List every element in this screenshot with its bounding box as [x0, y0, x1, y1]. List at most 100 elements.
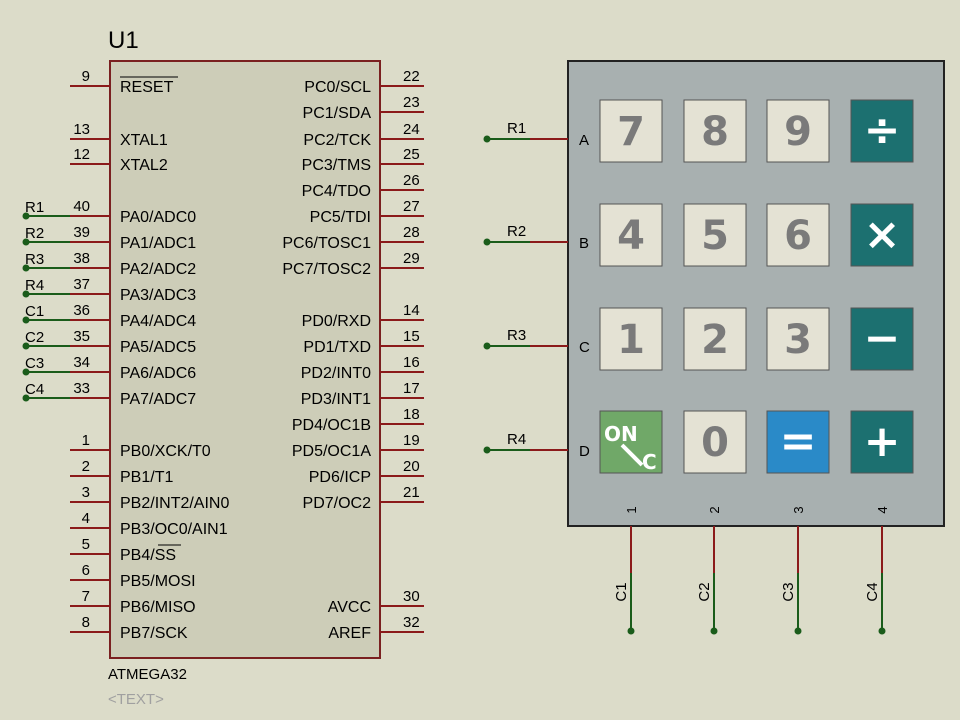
net-terminal[interactable]: [483, 238, 491, 246]
pin-name: PD7/OC2: [303, 495, 372, 512]
net-terminal[interactable]: [22, 316, 30, 324]
pin-name: PA3/ADC3: [120, 287, 196, 304]
pin-name: AVCC: [328, 599, 371, 616]
pin-name: PB0/XCK/T0: [120, 443, 211, 460]
net-terminal[interactable]: [22, 342, 30, 350]
microcontroller[interactable]: U1 9RESET13XTAL112XTAL240PA0/ADC0R139PA1…: [22, 27, 425, 708]
key-1-2[interactable]: 6: [766, 203, 830, 267]
pin-number: 9: [82, 68, 90, 85]
key-face: [766, 410, 830, 474]
key-2-3[interactable]: −: [850, 307, 914, 371]
net-terminal[interactable]: [710, 627, 718, 635]
pin-name: PD4/OC1B: [292, 417, 371, 434]
key-face: [599, 410, 663, 474]
key-0-1[interactable]: 8: [683, 99, 747, 163]
key-1-3[interactable]: ×: [850, 203, 914, 267]
key-3-3[interactable]: +: [850, 410, 914, 474]
key-label-c: C: [642, 450, 657, 474]
net-terminal[interactable]: [483, 446, 491, 454]
net-label: R4: [507, 431, 526, 448]
net-terminal[interactable]: [22, 368, 30, 376]
net-terminal[interactable]: [22, 264, 30, 272]
net-terminal[interactable]: [22, 212, 30, 220]
key-1-1[interactable]: 5: [683, 203, 747, 267]
key-0-2[interactable]: 9: [766, 99, 830, 163]
pin-number: 24: [403, 121, 420, 138]
pin-name: PD0/RXD: [302, 313, 371, 330]
key-2-1[interactable]: 2: [683, 307, 747, 371]
pin-number: 40: [73, 198, 90, 215]
key-0-0[interactable]: 7: [599, 99, 663, 163]
net-terminal[interactable]: [22, 290, 30, 298]
net-terminal[interactable]: [22, 394, 30, 402]
pin-name: PC0/SCL: [304, 79, 371, 96]
net-terminal[interactable]: [627, 627, 635, 635]
key-2-0[interactable]: 1: [599, 307, 663, 371]
key-3-2[interactable]: =: [766, 410, 830, 474]
key-0-3[interactable]: ÷: [850, 99, 914, 163]
pin-name: PB1/T1: [120, 469, 173, 486]
net-terminal[interactable]: [483, 342, 491, 350]
key-3-1[interactable]: 0: [683, 410, 747, 474]
pin-name: PA5/ADC5: [120, 339, 196, 356]
chip-text-placeholder: <TEXT>: [108, 691, 164, 708]
net-terminal[interactable]: [794, 627, 802, 635]
net-terminal[interactable]: [22, 238, 30, 246]
row-letter: B: [579, 235, 589, 252]
pin-name: PA6/ADC6: [120, 365, 196, 382]
pin-name: PC5/TDI: [310, 209, 371, 226]
pin-number: 23: [403, 94, 420, 111]
net-terminal[interactable]: [483, 135, 491, 143]
key-label: 9: [784, 109, 812, 155]
keypad-col-1: 1C1: [613, 506, 639, 635]
key-3-0[interactable]: ONC: [599, 410, 663, 474]
key-1-0[interactable]: 4: [599, 203, 663, 267]
pin-name: AREF: [328, 625, 371, 642]
pin-name: PB6/MISO: [120, 599, 196, 616]
chip-right-pins: 22PC0/SCL23PC1/SDA24PC2/TCK25PC3/TMS26PC…: [282, 68, 424, 642]
net-terminal[interactable]: [878, 627, 886, 635]
key-2-2[interactable]: 3: [766, 307, 830, 371]
pin-name: PB4/SS: [120, 547, 176, 564]
pin-name: PD1/TXD: [303, 339, 371, 356]
